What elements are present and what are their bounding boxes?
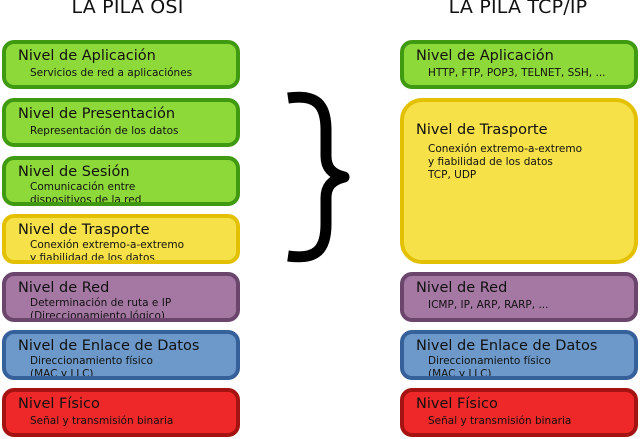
tcpip-network-layer: Nivel de Red ICMP, IP, ARP, RARP, ... bbox=[400, 272, 638, 322]
osi-physical-layer: Nivel Físico Señal y transmisión binaria bbox=[2, 388, 240, 437]
tcpip-transport-layer: Nivel de Trasporte Conexión extremo-a-ex… bbox=[400, 98, 638, 264]
layer-name: Nivel de Aplicación bbox=[416, 48, 554, 64]
layer-description: Servicios de red a aplicaciónes bbox=[30, 67, 193, 79]
layer-description: ICMP, IP, ARP, RARP, ... bbox=[428, 299, 549, 311]
layer-description: Direccionamiento físico (MAC y LLC) bbox=[30, 355, 153, 380]
osi-transport-layer: Nivel de Trasporte Conexión extremo-a-ex… bbox=[2, 214, 240, 264]
tcpip-physical-layer: Nivel Físico Señal y transmisión binaria bbox=[400, 388, 638, 437]
layer-name: Nivel Físico bbox=[18, 396, 100, 412]
osi-presentation-layer: Nivel de Presentación Representación de … bbox=[2, 98, 240, 147]
layer-description: Conexión extremo-a-extremo y fiabilidad … bbox=[428, 143, 583, 181]
layer-description: Comunicación entre dispositivos de la re… bbox=[30, 181, 142, 206]
layer-description: HTTP, FTP, POP3, TELNET, SSH, ... bbox=[428, 67, 606, 79]
layer-description: Señal y transmisión binaria bbox=[30, 415, 174, 427]
layer-description: Direccionamiento físico (MAC y LLC) bbox=[428, 355, 551, 380]
osi-network-layer: Nivel de Red Determinación de ruta e IP … bbox=[2, 272, 240, 322]
layer-description: Representación de los datos bbox=[30, 125, 179, 137]
osi-data-link-layer: Nivel de Enlace de Datos Direccionamient… bbox=[2, 330, 240, 380]
layer-name: Nivel de Presentación bbox=[18, 106, 176, 122]
layer-name: Nivel de Enlace de Datos bbox=[18, 338, 200, 354]
layer-name: Nivel de Red bbox=[416, 280, 508, 296]
layer-name: Nivel de Trasporte bbox=[18, 222, 150, 238]
osi-application-layer: Nivel de Aplicación Servicios de red a a… bbox=[2, 40, 240, 89]
layer-name: Nivel de Aplicación bbox=[18, 48, 156, 64]
layer-name: Nivel de Sesión bbox=[18, 164, 130, 180]
layer-name: Nivel Físico bbox=[416, 396, 498, 412]
layer-description: Señal y transmisión binaria bbox=[428, 415, 572, 427]
osi-session-layer: Nivel de Sesión Comunicación entre dispo… bbox=[2, 156, 240, 206]
tcpip-data-link-layer: Nivel de Enlace de Datos Direccionamient… bbox=[400, 330, 638, 380]
layer-name: Nivel de Trasporte bbox=[416, 122, 548, 138]
tcpip-stack-title: LA PILA TCP/IP bbox=[448, 0, 588, 18]
layer-name: Nivel de Red bbox=[18, 280, 110, 296]
curly-brace-icon bbox=[287, 91, 350, 263]
osi-stack-title: LA PILA OSI bbox=[71, 0, 184, 18]
layer-name: Nivel de Enlace de Datos bbox=[416, 338, 598, 354]
layer-description: Conexión extremo-a-extremo y fiabilidad … bbox=[30, 239, 185, 264]
tcpip-application-layer: Nivel de Aplicación HTTP, FTP, POP3, TEL… bbox=[400, 40, 638, 89]
layer-description: Determinación de ruta e IP (Direccionami… bbox=[30, 297, 172, 322]
